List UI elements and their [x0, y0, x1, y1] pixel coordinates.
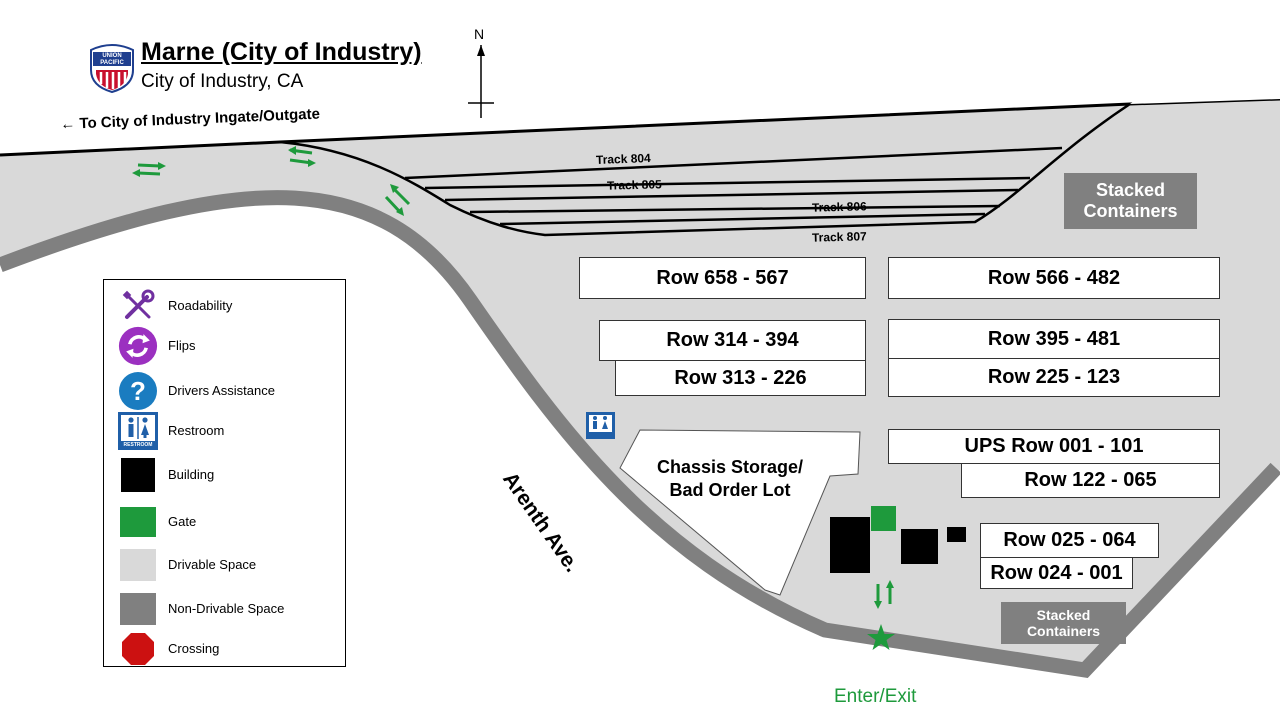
gate-square-icon	[118, 502, 158, 542]
legend-label-non-drivable: Non-Drivable Space	[168, 601, 285, 616]
row-box-024-001: Row 024 - 001	[980, 557, 1133, 589]
stacked-containers-lower: Stacked Containers	[1001, 602, 1126, 644]
stacked-containers-upper-label: Stacked Containers	[1083, 180, 1178, 221]
flip-arrows-icon	[118, 326, 158, 366]
track-line-806b	[469, 204, 1001, 214]
question-icon: ?	[118, 371, 158, 411]
non-drivable-border	[0, 190, 1280, 679]
stacked-containers-upper: Stacked Containers	[1064, 173, 1197, 229]
legend-label-building: Building	[168, 467, 215, 482]
chassis-storage-label: Chassis Storage/ Bad Order Lot	[640, 456, 820, 503]
legend-item-building: Building	[104, 455, 344, 495]
building-square	[118, 455, 158, 495]
track-line-804	[404, 146, 1063, 180]
crossing-octagon	[118, 629, 158, 669]
row-box-658-567: Row 658 - 567	[579, 257, 866, 299]
legend-item-gate: Gate	[104, 502, 344, 542]
map-legend: Roadability Flips ? Drivers Assistance	[103, 279, 346, 667]
track-label-805: Track 805	[606, 177, 662, 193]
chassis-storage-lot	[619, 429, 861, 596]
legend-item-restroom: RESTROOM Restroom	[104, 411, 344, 451]
track-label-804: Track 804	[595, 151, 651, 167]
legend-label-crossing: Crossing	[168, 641, 220, 656]
legend-item-non-drivable: Non-Drivable Space	[104, 589, 344, 629]
legend-label-roadability: Roadability	[168, 298, 233, 313]
row-box-ups-001-101: UPS Row 001 - 101	[888, 429, 1220, 464]
track-line-807	[499, 212, 986, 226]
track-line-805	[424, 176, 1031, 190]
row-box-122-065: Row 122 - 065	[961, 463, 1220, 498]
row-box-395-481: Row 395 - 481	[888, 319, 1220, 359]
page-title: Marne (City of Industry)	[141, 38, 422, 66]
legend-label-gate: Gate	[168, 514, 197, 529]
legend-item-drivable: Drivable Space	[104, 545, 344, 585]
legend-label-drivable: Drivable Space	[168, 557, 257, 572]
map-restroom-sign	[586, 412, 615, 439]
building-3	[947, 527, 966, 542]
upper-right-corner	[1130, 0, 1280, 104]
drivable-square	[118, 545, 158, 585]
legend-label-restroom: Restroom	[168, 423, 225, 438]
legend-item-roadability: Roadability	[104, 286, 344, 326]
enter-exit-star	[867, 624, 895, 650]
legend-item-flips: Flips	[104, 326, 344, 366]
lead-track	[279, 102, 1131, 237]
union-pacific-logo	[90, 44, 134, 94]
restroom-sign-text: RESTROOM	[123, 442, 153, 448]
legend-item-drivers-assistance: ? Drivers Assistance	[104, 371, 344, 411]
legend-item-crossing: Crossing	[104, 629, 344, 669]
building-2	[901, 529, 938, 564]
logo-text: UNION PACIFIC	[93, 53, 131, 67]
svg-text:?: ?	[130, 376, 146, 406]
stacked-containers-lower-label: Stacked Containers	[1026, 606, 1101, 639]
chassis-storage-line1: Chassis Storage/	[656, 457, 804, 477]
track-line-806a	[444, 188, 1019, 202]
row-box-566-482: Row 566 - 482	[888, 257, 1220, 299]
legend-label-drivers-assistance: Drivers Assistance	[168, 383, 275, 398]
legend-label-flips: Flips	[168, 338, 196, 353]
row-box-313-226: Row 313 - 226	[615, 360, 866, 396]
track-label-806: Track 806	[811, 199, 867, 215]
flow-arrows	[132, 146, 894, 609]
building-1	[830, 517, 870, 573]
enter-exit-label: Enter/Exit	[834, 686, 917, 707]
row-box-314-394: Row 314 - 394	[599, 320, 866, 361]
wrench-screwdriver-icon	[118, 286, 158, 326]
row-box-025-064: Row 025 - 064	[980, 523, 1159, 558]
non-drivable-square	[118, 589, 158, 629]
track-label-807: Track 807	[811, 229, 867, 245]
page-subtitle: City of Industry, CA	[141, 71, 304, 92]
restroom-icon	[118, 411, 158, 451]
gate-square	[871, 506, 896, 531]
chassis-storage-line2: Bad Order Lot	[669, 480, 791, 501]
logo-text-union: UNION	[102, 53, 122, 59]
compass-north-label: N	[474, 26, 485, 42]
row-box-225-123: Row 225 - 123	[888, 358, 1220, 397]
compass-arrow	[477, 45, 485, 56]
logo-text-pacific: PACIFIC	[100, 60, 124, 66]
